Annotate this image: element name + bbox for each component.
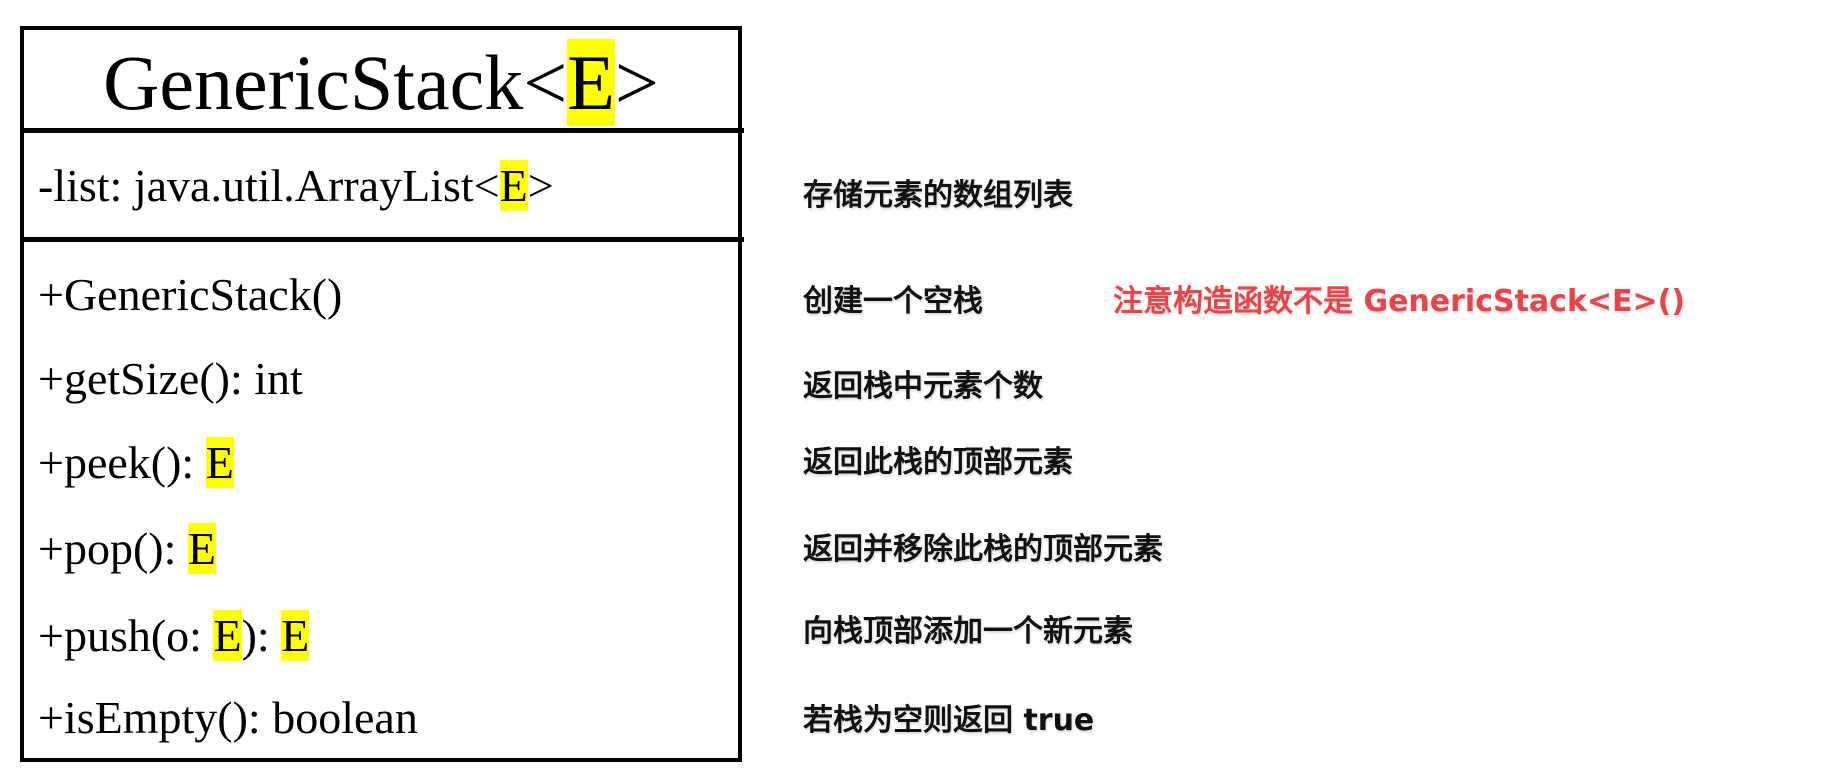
- attribute-suffix: >: [527, 160, 554, 211]
- method-constructor: +GenericStack(): [38, 267, 342, 323]
- method-getsize: +getSize(): int: [38, 351, 303, 407]
- type-param: E: [567, 39, 615, 126]
- method-note: 创建一个空栈: [803, 284, 983, 319]
- attribute-list: -list: java.util.ArrayList<E>: [38, 158, 554, 214]
- method-text: +pop():: [38, 523, 188, 574]
- attribute-note: 存储元素的数组列表: [803, 178, 1073, 213]
- return-type: E: [205, 437, 234, 488]
- method-text: +peek():: [38, 437, 206, 488]
- method-text: +GenericStack(): [38, 269, 343, 320]
- method-text: +push(o:: [38, 610, 214, 661]
- param-type: E: [213, 610, 242, 661]
- class-title: GenericStack<E>: [103, 39, 659, 126]
- method-peek: +peek(): E: [38, 435, 234, 491]
- return-type: E: [281, 610, 310, 661]
- method-text: ):: [241, 610, 282, 661]
- method-isempty: +isEmpty(): boolean: [38, 690, 418, 746]
- method-note: 返回栈中元素个数: [803, 369, 1043, 404]
- divider: [24, 128, 744, 133]
- method-text: +isEmpty(): boolean: [38, 692, 418, 743]
- method-note: 向栈顶部添加一个新元素: [803, 614, 1133, 649]
- uml-class-box: GenericStack<E> -list: java.util.ArrayLi…: [20, 26, 744, 762]
- attribute-type: E: [499, 160, 528, 211]
- method-pop: +pop(): E: [38, 521, 216, 577]
- class-name: GenericStack: [103, 39, 524, 126]
- method-text: +getSize(): int: [38, 353, 303, 404]
- method-note: 返回此栈的顶部元素: [803, 445, 1073, 480]
- divider: [24, 237, 744, 242]
- method-note: 返回并移除此栈的顶部元素: [803, 532, 1163, 567]
- method-note: 若栈为空则返回 true: [803, 703, 1095, 738]
- attribute-text: -list: java.util.ArrayList<: [38, 160, 500, 211]
- method-push: +push(o: E): E: [38, 608, 310, 664]
- warning-note: 注意构造函数不是 GenericStack<E>(): [1113, 284, 1686, 319]
- return-type: E: [187, 523, 216, 574]
